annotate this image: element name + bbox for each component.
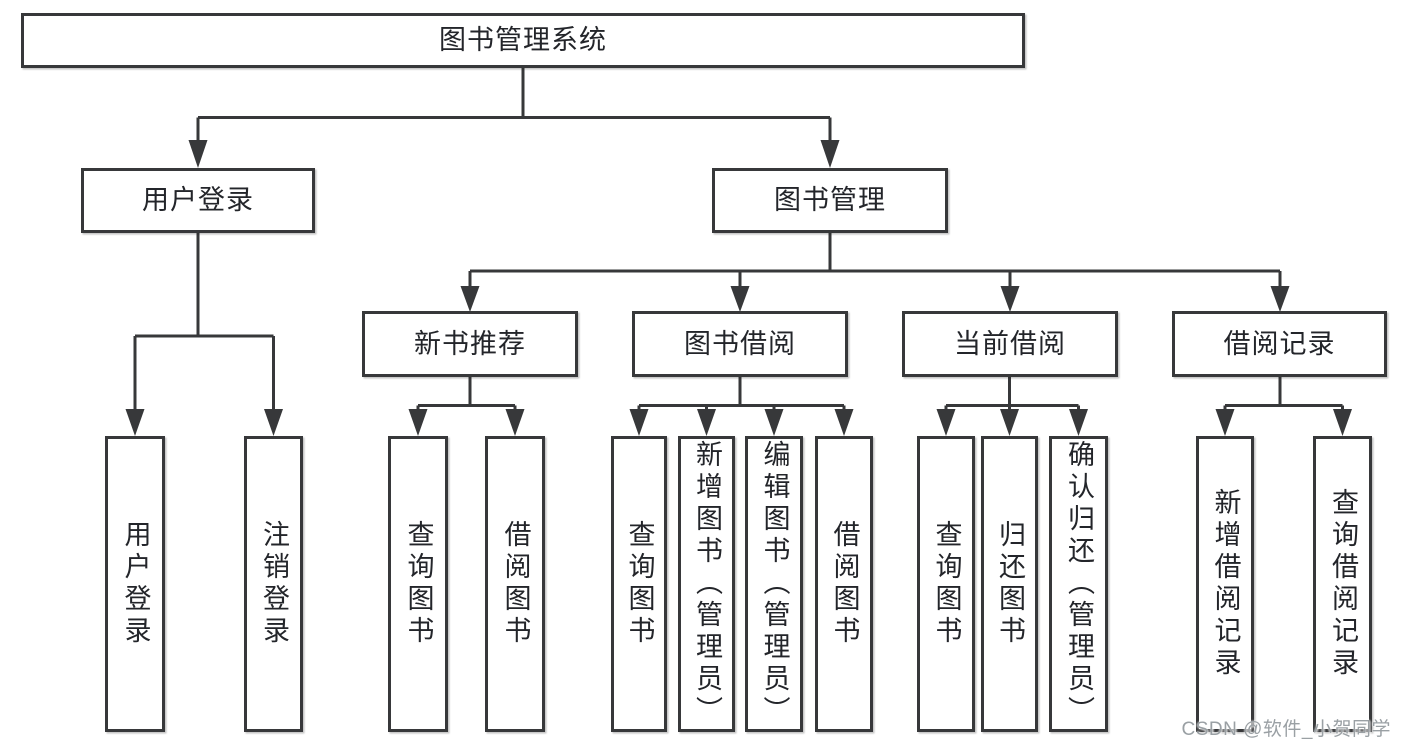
connector-path [196, 66, 832, 145]
arrow-down-icon [460, 286, 480, 312]
leaf-label: 借阅图书 [829, 520, 860, 648]
node-label: 图书管理系统 [439, 25, 607, 55]
arrow-down-icon [188, 140, 208, 168]
leaf-borrow-books-borrowing: 借阅图书 [815, 436, 873, 732]
leaf-add-book-admin: 新增图书（管理员） [678, 436, 735, 732]
arrow-down-icon [730, 286, 750, 312]
arrow-down-icon [1000, 286, 1020, 312]
leaf-edit-book-admin: 编辑图书（管理员） [745, 436, 803, 732]
arrow-down-icon [1000, 409, 1019, 436]
leaf-label: 查询图书 [931, 520, 962, 648]
node-label: 当前借阅 [954, 328, 1066, 359]
connector-path [416, 376, 517, 414]
leaf-query-books-borrowing: 查询图书 [611, 436, 667, 732]
leaf-borrow-books-recommend: 借阅图书 [485, 436, 545, 732]
arrow-down-icon [505, 409, 525, 436]
leaf-user-login: 用户登录 [105, 436, 165, 732]
leaf-confirm-return-admin: 确认归还（管理员） [1049, 436, 1108, 732]
leaf-query-books-recommend: 查询图书 [388, 436, 448, 732]
leaf-logout: 注销登录 [244, 436, 303, 732]
node-book-borrowing: 图书借阅 [632, 311, 848, 377]
leaf-label: 编辑图书（管理员） [759, 440, 790, 728]
leaf-label: 确认归还（管理员） [1064, 440, 1094, 728]
leaf-label: 查询图书 [624, 520, 655, 648]
arrow-down-icon [1270, 286, 1290, 312]
connector-path [1223, 376, 1344, 414]
connector-path [133, 232, 275, 414]
node-user-login: 用户登录 [81, 168, 315, 233]
arrow-down-icon [1069, 409, 1088, 436]
leaf-query-borrow-record: 查询借阅记录 [1313, 436, 1372, 732]
connector-path [637, 376, 846, 414]
arrow-down-icon [1333, 409, 1352, 436]
leaf-label: 借阅图书 [500, 520, 531, 648]
node-label: 图书借阅 [684, 328, 796, 359]
node-label: 借阅记录 [1223, 328, 1336, 359]
arrow-down-icon [629, 409, 649, 436]
connector-path [944, 376, 1080, 414]
arrow-down-icon [697, 409, 716, 436]
arrow-down-icon [264, 409, 283, 436]
leaf-label: 查询借阅记录 [1328, 488, 1358, 680]
node-book-management: 图书管理 [712, 168, 948, 233]
arrow-down-icon [1215, 409, 1235, 436]
arrow-down-icon [936, 409, 956, 436]
node-label: 用户登录 [142, 185, 254, 215]
leaf-return-books: 归还图书 [981, 436, 1038, 732]
node-borrowing-records: 借阅记录 [1172, 311, 1387, 377]
leaf-label: 新增图书（管理员） [692, 440, 722, 728]
arrow-down-icon [834, 409, 854, 436]
leaf-label: 归还图书 [995, 520, 1025, 648]
leaf-add-borrow-record: 新增借阅记录 [1196, 436, 1254, 732]
node-label: 图书管理 [774, 185, 886, 215]
node-current-borrowing: 当前借阅 [902, 311, 1118, 377]
arrow-down-icon [408, 409, 428, 436]
arrow-down-icon [125, 409, 145, 436]
arrow-down-icon [820, 140, 840, 168]
connector-path [468, 232, 1282, 291]
leaf-query-books-current: 查询图书 [917, 436, 975, 732]
leaf-label: 新增借阅记录 [1210, 488, 1241, 680]
node-new-book-recommendation: 新书推荐 [362, 311, 578, 377]
node-library-management-system: 图书管理系统 [21, 13, 1025, 68]
watermark: CSDN @软件_小贺同学 [1181, 719, 1391, 740]
arrow-down-icon [764, 409, 784, 436]
leaf-label: 注销登录 [259, 520, 289, 648]
node-label: 新书推荐 [414, 328, 526, 359]
leaf-label: 用户登录 [120, 520, 151, 648]
leaf-label: 查询图书 [403, 520, 434, 648]
